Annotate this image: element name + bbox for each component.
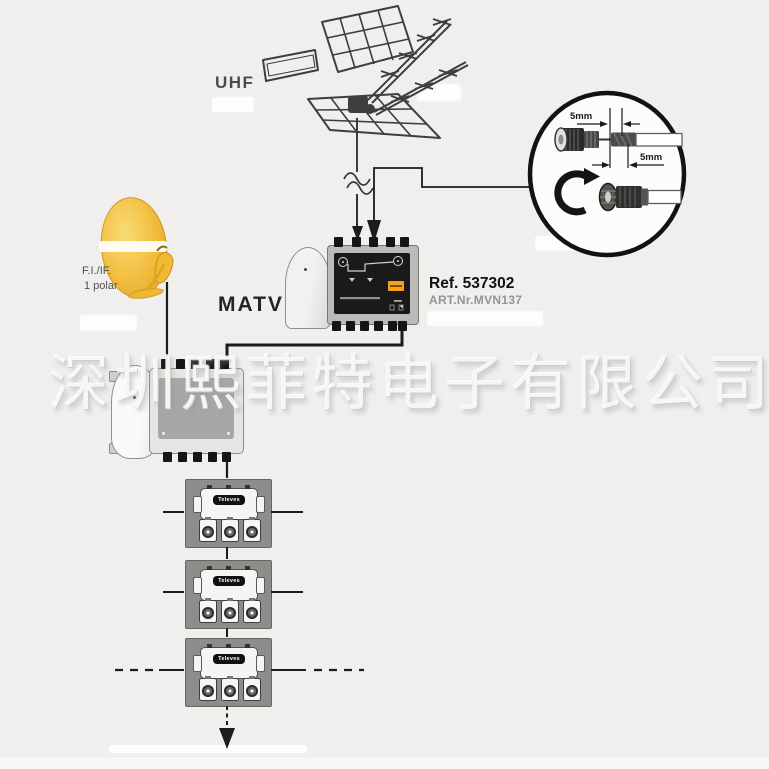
outlet-ports bbox=[199, 519, 261, 542]
outlet-port-icon bbox=[199, 600, 217, 623]
dimension-label-bottom: 5mm bbox=[640, 152, 662, 163]
outlet-screw bbox=[207, 566, 212, 570]
ref-number-label: Ref. 537302 bbox=[429, 275, 515, 292]
wall-outlet: Televes bbox=[185, 638, 272, 707]
outlet-ports bbox=[199, 678, 261, 701]
signal-break-icon bbox=[343, 172, 374, 195]
outlet-port-icon bbox=[221, 600, 239, 623]
outlet-port-icon bbox=[243, 519, 261, 542]
art-number-label: ART.Nr.MVN137 bbox=[429, 293, 523, 307]
erased-text-patch bbox=[535, 236, 623, 251]
amplifier-front-panel bbox=[334, 253, 410, 314]
f-connector-icon bbox=[554, 127, 599, 152]
matv-amplifier bbox=[327, 245, 419, 325]
erased-band-patch bbox=[99, 241, 167, 252]
dish-if-label: F.I./IF. bbox=[82, 265, 112, 277]
amplifier-panel-graphics bbox=[338, 256, 404, 311]
mounted-connector-icon bbox=[598, 182, 682, 212]
outlet-frame: Televes bbox=[193, 485, 265, 520]
outlet-screw bbox=[245, 485, 250, 489]
outlet-screw bbox=[226, 644, 231, 648]
page-bottom-edge bbox=[0, 757, 769, 769]
erased-text-patch bbox=[212, 97, 254, 112]
outlet-screw bbox=[226, 485, 231, 489]
outlet-screw bbox=[207, 485, 212, 489]
twist-arrow-icon bbox=[554, 168, 600, 216]
wall-outlet: Televes bbox=[185, 479, 272, 548]
amplifier-front-panel bbox=[158, 378, 234, 439]
amplifier-cover bbox=[285, 247, 331, 329]
dimension-label-top: 5mm bbox=[570, 111, 592, 122]
dish-polar-label: 1 polar bbox=[84, 280, 118, 292]
input-arrow-icon bbox=[352, 226, 363, 241]
outlet-port-icon bbox=[199, 678, 217, 701]
matv-label: MATV bbox=[218, 293, 284, 316]
outlet-port-icon bbox=[221, 678, 239, 701]
outlet-frame: Televes bbox=[193, 566, 265, 601]
outlet-port-icon bbox=[243, 678, 261, 701]
erased-text-patch bbox=[417, 84, 461, 101]
uhf-label: UHF bbox=[215, 73, 255, 92]
dimension-marks bbox=[577, 108, 664, 168]
erased-text-patch bbox=[109, 745, 307, 753]
outlet-port-icon bbox=[243, 600, 261, 623]
coax-detail-circle: 5mm 5mm bbox=[527, 90, 687, 258]
outlet-ports bbox=[199, 600, 261, 623]
stripped-cable-icon bbox=[599, 132, 683, 147]
outlet-screw bbox=[245, 566, 250, 570]
input-arrow-icon bbox=[367, 220, 381, 243]
televes-badge: Televes bbox=[213, 576, 245, 586]
erased-text-patch bbox=[80, 315, 137, 331]
wall-outlet: Televes bbox=[185, 560, 272, 629]
second-amplifier bbox=[149, 368, 244, 454]
outlet-screw bbox=[245, 644, 250, 648]
erased-text-patch bbox=[427, 311, 543, 326]
outlet-frame: Televes bbox=[193, 644, 265, 679]
outlet-port-icon bbox=[221, 519, 239, 542]
televes-badge: Televes bbox=[213, 654, 245, 664]
outlet-screw bbox=[207, 644, 212, 648]
outlet-port-icon bbox=[199, 519, 217, 542]
outlet-screw bbox=[226, 566, 231, 570]
televes-badge: Televes bbox=[213, 495, 245, 505]
